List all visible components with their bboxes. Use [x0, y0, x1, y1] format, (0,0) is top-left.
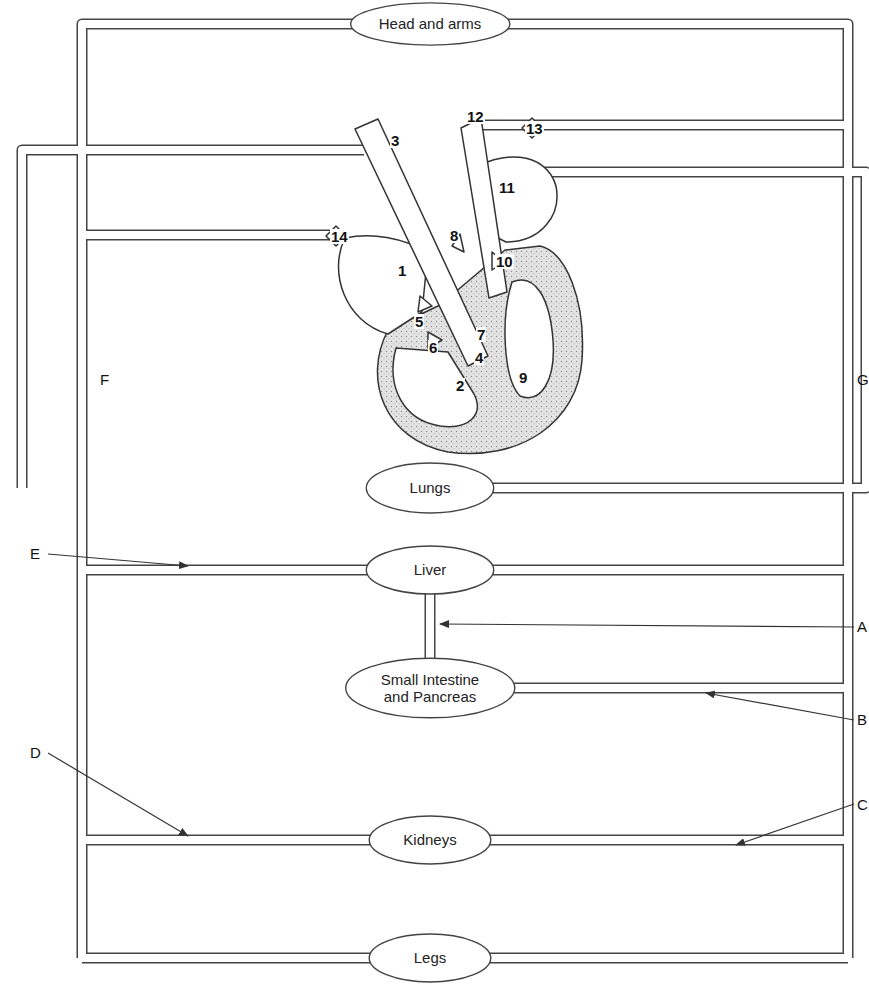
vessel-letter: A — [857, 619, 867, 634]
vessel-letter: G — [857, 372, 869, 387]
vessel — [82, 24, 360, 958]
organ-name: Head and arms — [379, 15, 482, 32]
organ-name: Liver — [414, 561, 447, 578]
vessel — [488, 836, 848, 844]
callout-number: 11 — [498, 180, 516, 195]
callout-number: 13 — [525, 121, 544, 136]
vessel-letter: D — [30, 745, 41, 760]
vessel — [22, 150, 364, 488]
callout-number: 8 — [449, 228, 459, 243]
vessel-connector — [430, 593, 431, 659]
callout-number: 12 — [466, 109, 485, 124]
organ-ellipse: Kidneys — [368, 815, 492, 865]
callout-number: 2 — [455, 378, 465, 393]
vessel — [488, 953, 848, 964]
callout-number: 5 — [414, 314, 424, 329]
vessel — [82, 836, 372, 844]
leader-lines — [48, 554, 854, 845]
heart-drawing — [326, 118, 583, 454]
callout-number: 14 — [330, 229, 349, 244]
organ-name: Kidneys — [403, 831, 456, 848]
vessel — [82, 954, 372, 962]
vessel — [82, 230, 332, 241]
organ-ellipse: Legs — [368, 933, 492, 983]
vessel — [82, 566, 370, 574]
vessel — [82, 231, 332, 239]
callout-number: 1 — [397, 263, 407, 278]
callout-number: 7 — [476, 327, 486, 342]
vessel-letter: E — [30, 546, 40, 561]
vessel — [82, 24, 360, 958]
vessel-outline — [22, 24, 866, 958]
organ-ellipse: Small Intestine and Pancreas — [344, 657, 517, 719]
callout-number: 3 — [390, 133, 400, 148]
organ-name: Legs — [414, 949, 447, 966]
edge-layer — [430, 593, 431, 659]
vessel — [22, 150, 364, 488]
vessel-letter: C — [857, 797, 868, 812]
callout-number: 4 — [474, 350, 484, 365]
organ-ellipse: Liver — [365, 545, 495, 595]
vessel-letter: F — [100, 372, 109, 387]
vessel — [490, 566, 848, 574]
vessel — [82, 565, 370, 576]
vessel-lumen — [22, 24, 866, 958]
vessel — [488, 835, 848, 846]
organ-ellipse: Lungs — [365, 462, 495, 514]
vessel — [505, 684, 848, 692]
vessel — [82, 835, 372, 846]
vessel — [490, 565, 848, 576]
organ-name: Small Intestine and Pancreas — [375, 671, 485, 706]
vessel — [488, 954, 848, 962]
callout-number: 6 — [428, 340, 438, 355]
callout-number: 9 — [518, 370, 528, 385]
vessel — [505, 683, 848, 694]
organ-ellipse: Head and arms — [349, 2, 511, 46]
vessel-letter: B — [857, 712, 867, 727]
vessel — [82, 953, 372, 964]
callout-number: 10 — [495, 254, 514, 269]
blood-vessels — [22, 24, 866, 958]
organ-name: Lungs — [410, 479, 451, 496]
